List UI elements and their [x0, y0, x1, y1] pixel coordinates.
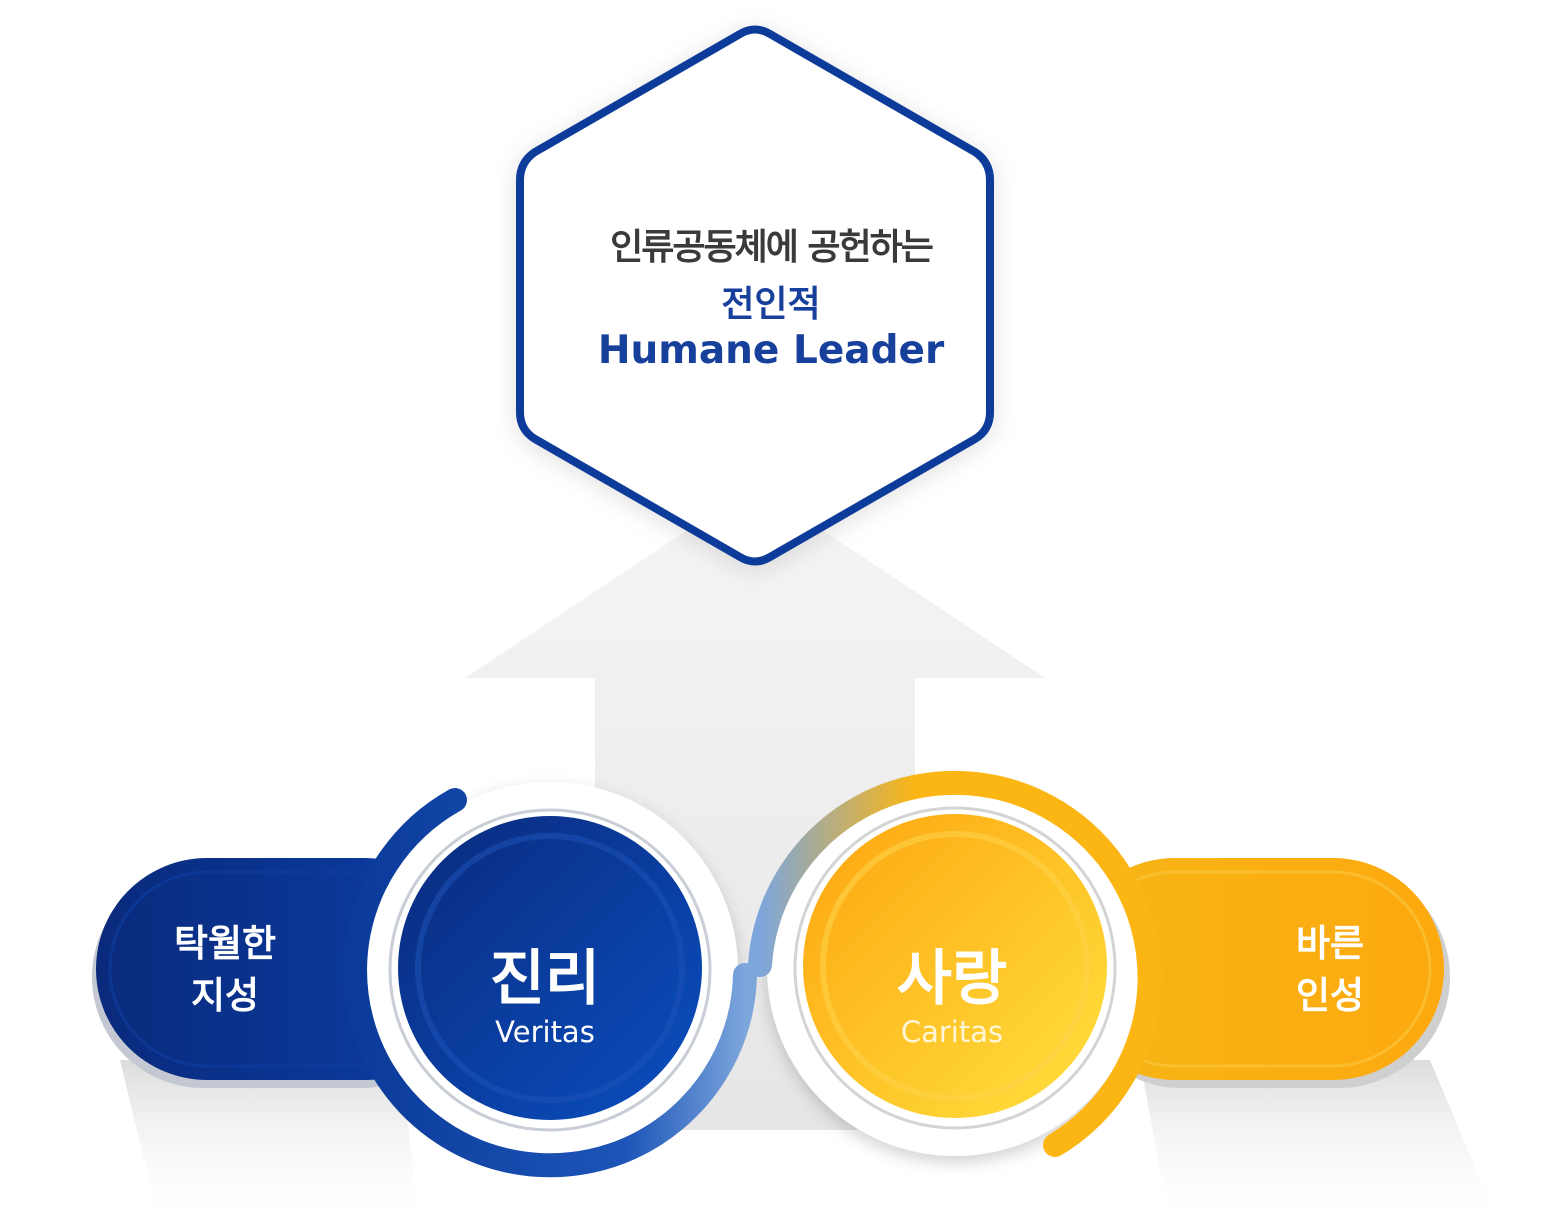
- left-pill-line2: 지성: [190, 974, 260, 1017]
- right-floor-shadow: [1140, 1060, 1500, 1226]
- hexagon-line1: 인류공동체에 공헌하는: [610, 227, 934, 268]
- hexagon-shape: [516, 25, 994, 566]
- caritas-ring: [793, 806, 1117, 1130]
- right-pill: [1064, 858, 1444, 1080]
- right-pill-line1: 바른: [1295, 922, 1365, 965]
- veritas-subtitle: Veritas: [495, 1015, 595, 1049]
- caritas-core-inner: [820, 831, 1090, 1101]
- veritas-core: [398, 816, 702, 1120]
- veritas-title: 진리: [489, 944, 601, 1014]
- caritas-subtitle: Caritas: [900, 1015, 1004, 1049]
- hexagon-line3: Humane Leader: [597, 328, 945, 373]
- hexagon-line2: 전인적: [721, 284, 821, 325]
- left-floor-shadow: [120, 1060, 420, 1226]
- veritas-ring: [388, 808, 712, 1132]
- veritas-outer-arc: [343, 788, 757, 1178]
- left-pill-label: 탁월한 지성: [140, 918, 310, 1022]
- caritas-core: [803, 814, 1107, 1118]
- veritas-core-inner: [415, 833, 685, 1103]
- caritas-outer-arc: [748, 770, 1162, 1157]
- right-pill-label: 바른 인성: [1245, 918, 1415, 1022]
- caritas-title: 사랑: [896, 944, 1008, 1014]
- right-pill-line2: 인성: [1295, 974, 1365, 1017]
- left-pill-line1: 탁월한: [173, 922, 277, 965]
